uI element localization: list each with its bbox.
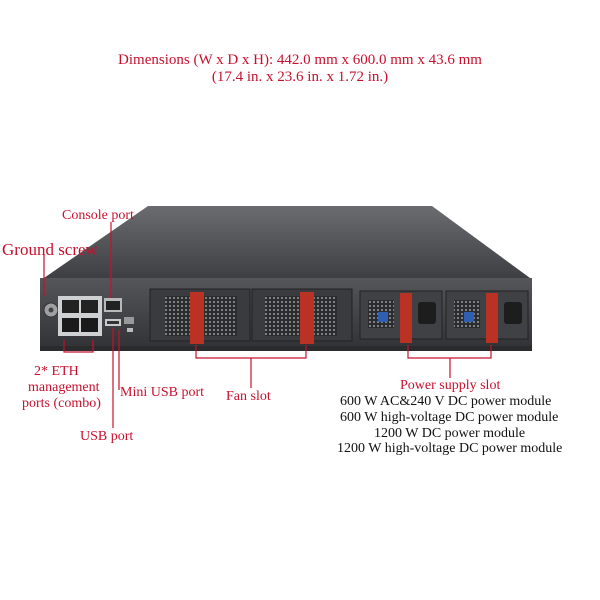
power-module-2: 600 W high-voltage DC power module <box>340 410 559 425</box>
ground-screw-label: Ground screw <box>2 240 98 259</box>
fan-handle-2 <box>300 292 314 344</box>
dimensions-metric: Dimensions (W x D x H): 442.0 mm x 600.0… <box>118 52 482 68</box>
callout-lines <box>43 222 492 428</box>
console-port-label: Console port <box>62 208 134 223</box>
fan-handle-1 <box>190 292 204 344</box>
power-handle-2 <box>486 293 498 343</box>
mini-usb-port <box>124 317 134 324</box>
usb-port-label: USB port <box>80 429 134 444</box>
eth-label-line2: management <box>28 380 100 395</box>
power-slot-label: Power supply slot <box>400 378 501 393</box>
power-handle-1 <box>400 293 412 343</box>
power-module-4: 1200 W high-voltage DC power module <box>337 441 563 456</box>
dimensions-imperial: (17.4 in. x 23.6 in. x 1.72 in.) <box>211 69 389 85</box>
mini-usb-label: Mini USB port <box>120 385 205 400</box>
fan-slot-label: Fan slot <box>226 389 271 404</box>
eth-label-line3: ports (combo) <box>22 396 101 411</box>
power-module-3: 1200 W DC power module <box>374 426 526 441</box>
power-module-1: 600 W AC&240 V DC power module <box>340 394 552 409</box>
eth-label-line1: 2* ETH <box>34 364 79 379</box>
chassis-top <box>44 206 530 278</box>
